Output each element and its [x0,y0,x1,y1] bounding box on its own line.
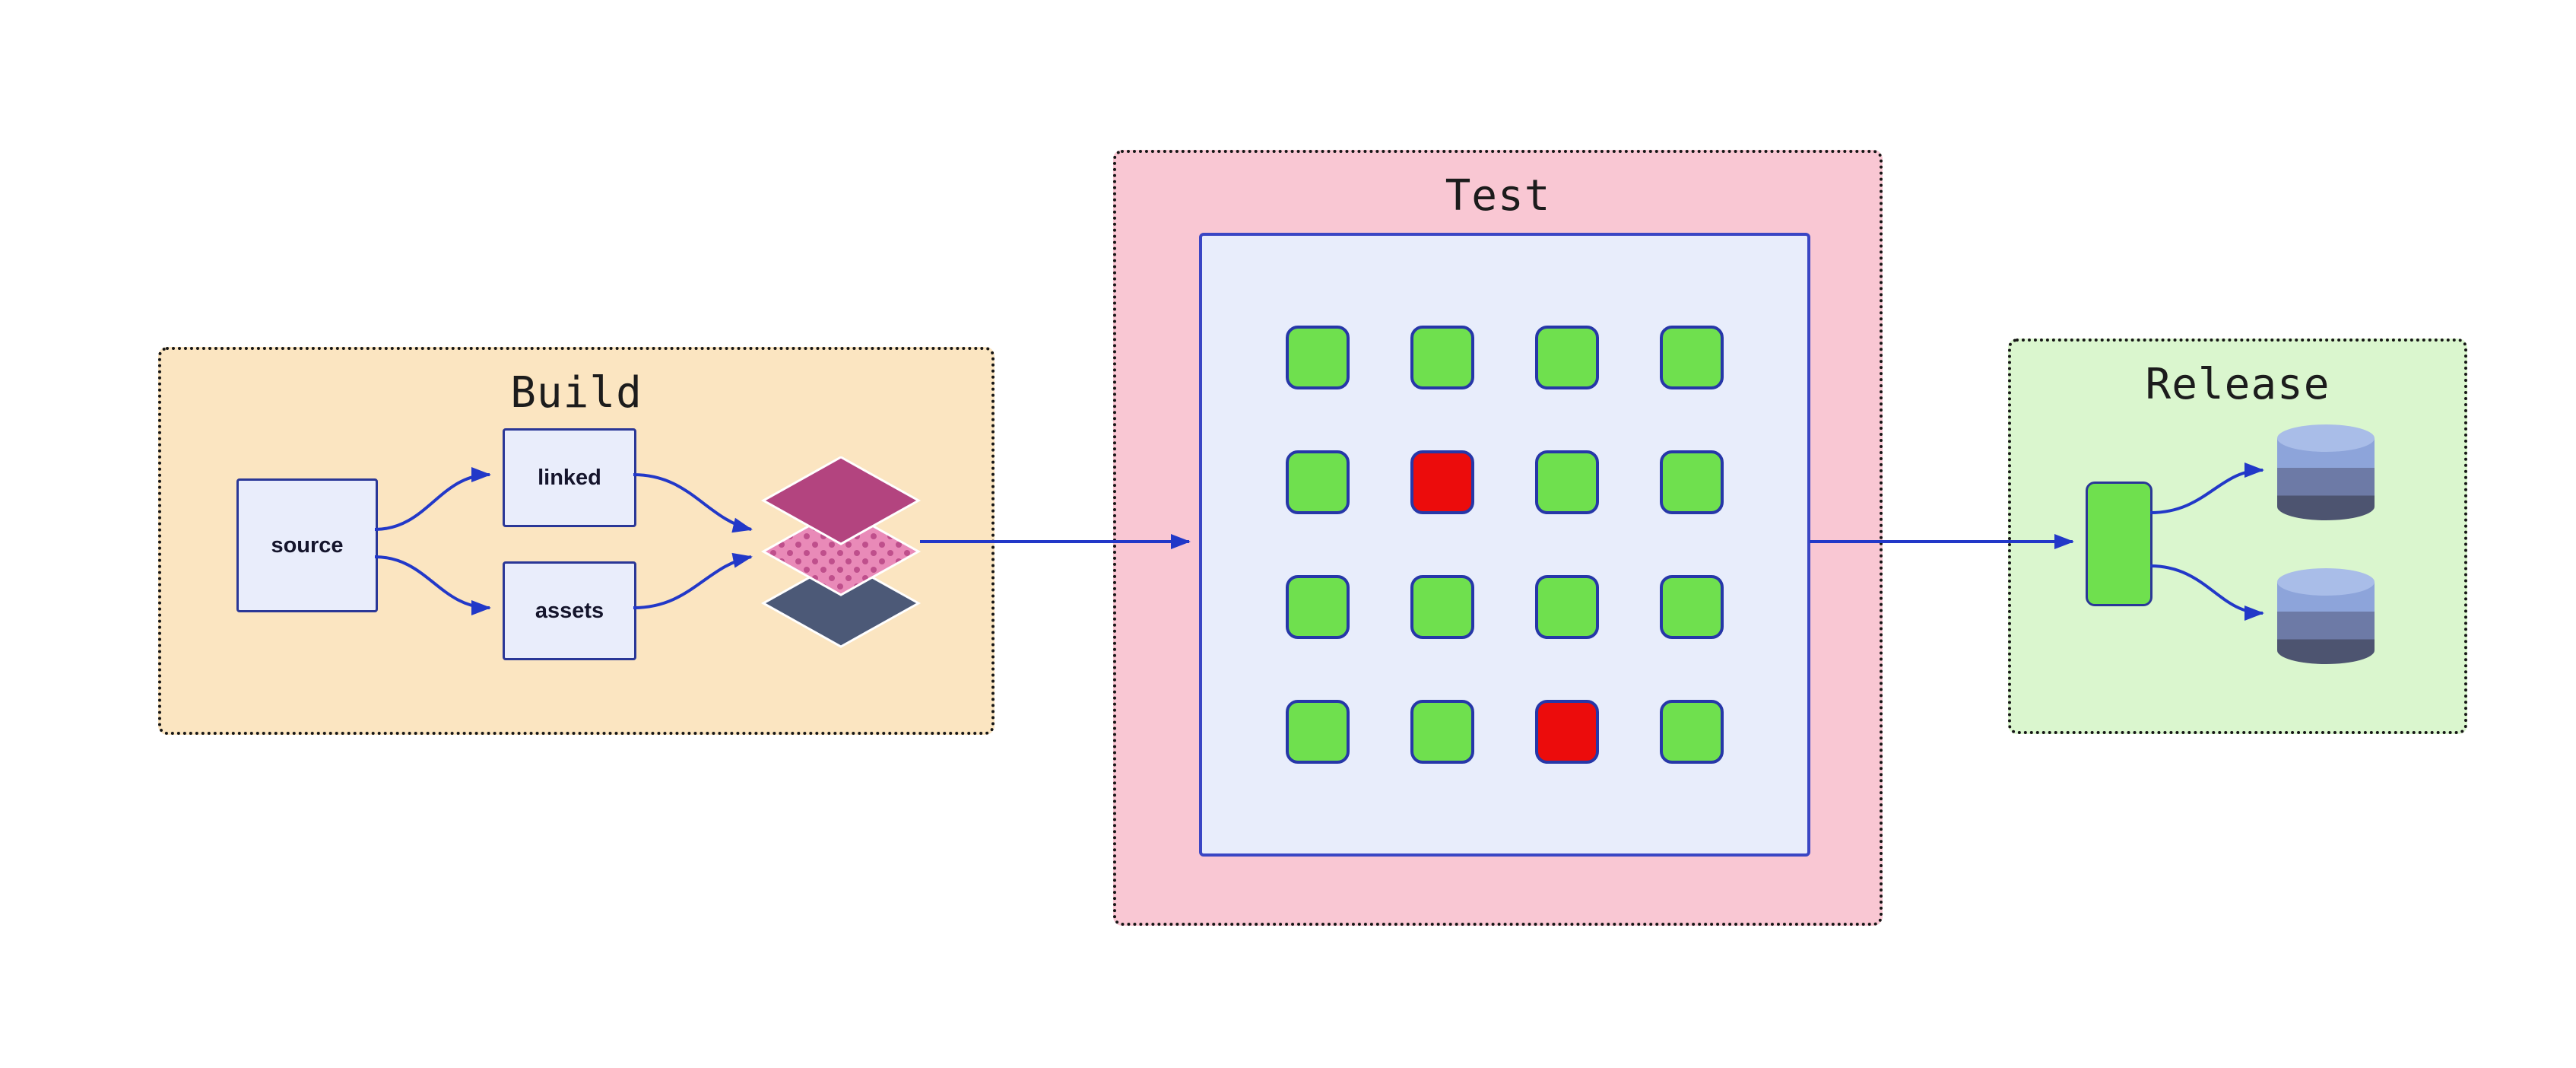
source-node: source [236,478,378,612]
test-cell-pass [1660,450,1724,514]
test-cell-pass [1660,700,1724,764]
assets-node-label: assets [535,598,604,623]
test-cell-pass [1410,326,1474,389]
test-cell-pass [1535,575,1599,639]
linked-node: linked [503,428,636,527]
build-stage: Build source linked assets [158,347,995,735]
test-stage: Test [1113,150,1883,926]
test-cell-pass [1410,575,1474,639]
test-stage-title: Test [1445,171,1551,221]
test-cell-pass [1535,450,1599,514]
database-icon [2277,568,2375,664]
source-node-label: source [271,532,344,558]
test-cell-pass [1286,450,1350,514]
database-icon [2277,424,2375,520]
test-panel [1199,233,1810,857]
test-cell-pass [1410,700,1474,764]
release-stage: Release [2008,339,2467,734]
test-cell-pass [1286,326,1350,389]
release-stage-title: Release [2145,360,2330,409]
test-cell-pass [1535,326,1599,389]
test-cell-pass [1660,326,1724,389]
build-stage-title: Build [510,368,642,418]
test-grid [1286,326,1724,764]
linked-node-label: linked [538,465,601,490]
release-node [2086,482,2152,606]
test-cell-fail [1535,700,1599,764]
test-cell-fail [1410,450,1474,514]
test-cell-pass [1660,575,1724,639]
assets-node: assets [503,561,636,660]
test-cell-pass [1286,700,1350,764]
test-cell-pass [1286,575,1350,639]
layers-icon [760,456,922,648]
